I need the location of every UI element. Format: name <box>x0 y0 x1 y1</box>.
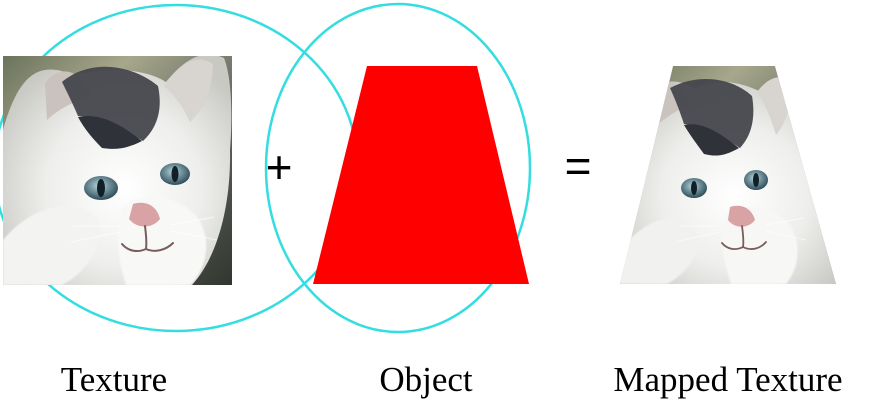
mapped-texture-label: Mapped Texture <box>613 360 842 399</box>
plus-operator: + <box>266 141 293 193</box>
object-trapezoid <box>313 66 529 284</box>
mapped-texture-image <box>620 66 836 284</box>
object-label: Object <box>379 360 473 399</box>
texture-label: Texture <box>61 360 167 399</box>
right-mapping-ellipse <box>264 2 532 334</box>
texture-image <box>3 56 232 285</box>
equals-operator: = <box>565 140 592 192</box>
